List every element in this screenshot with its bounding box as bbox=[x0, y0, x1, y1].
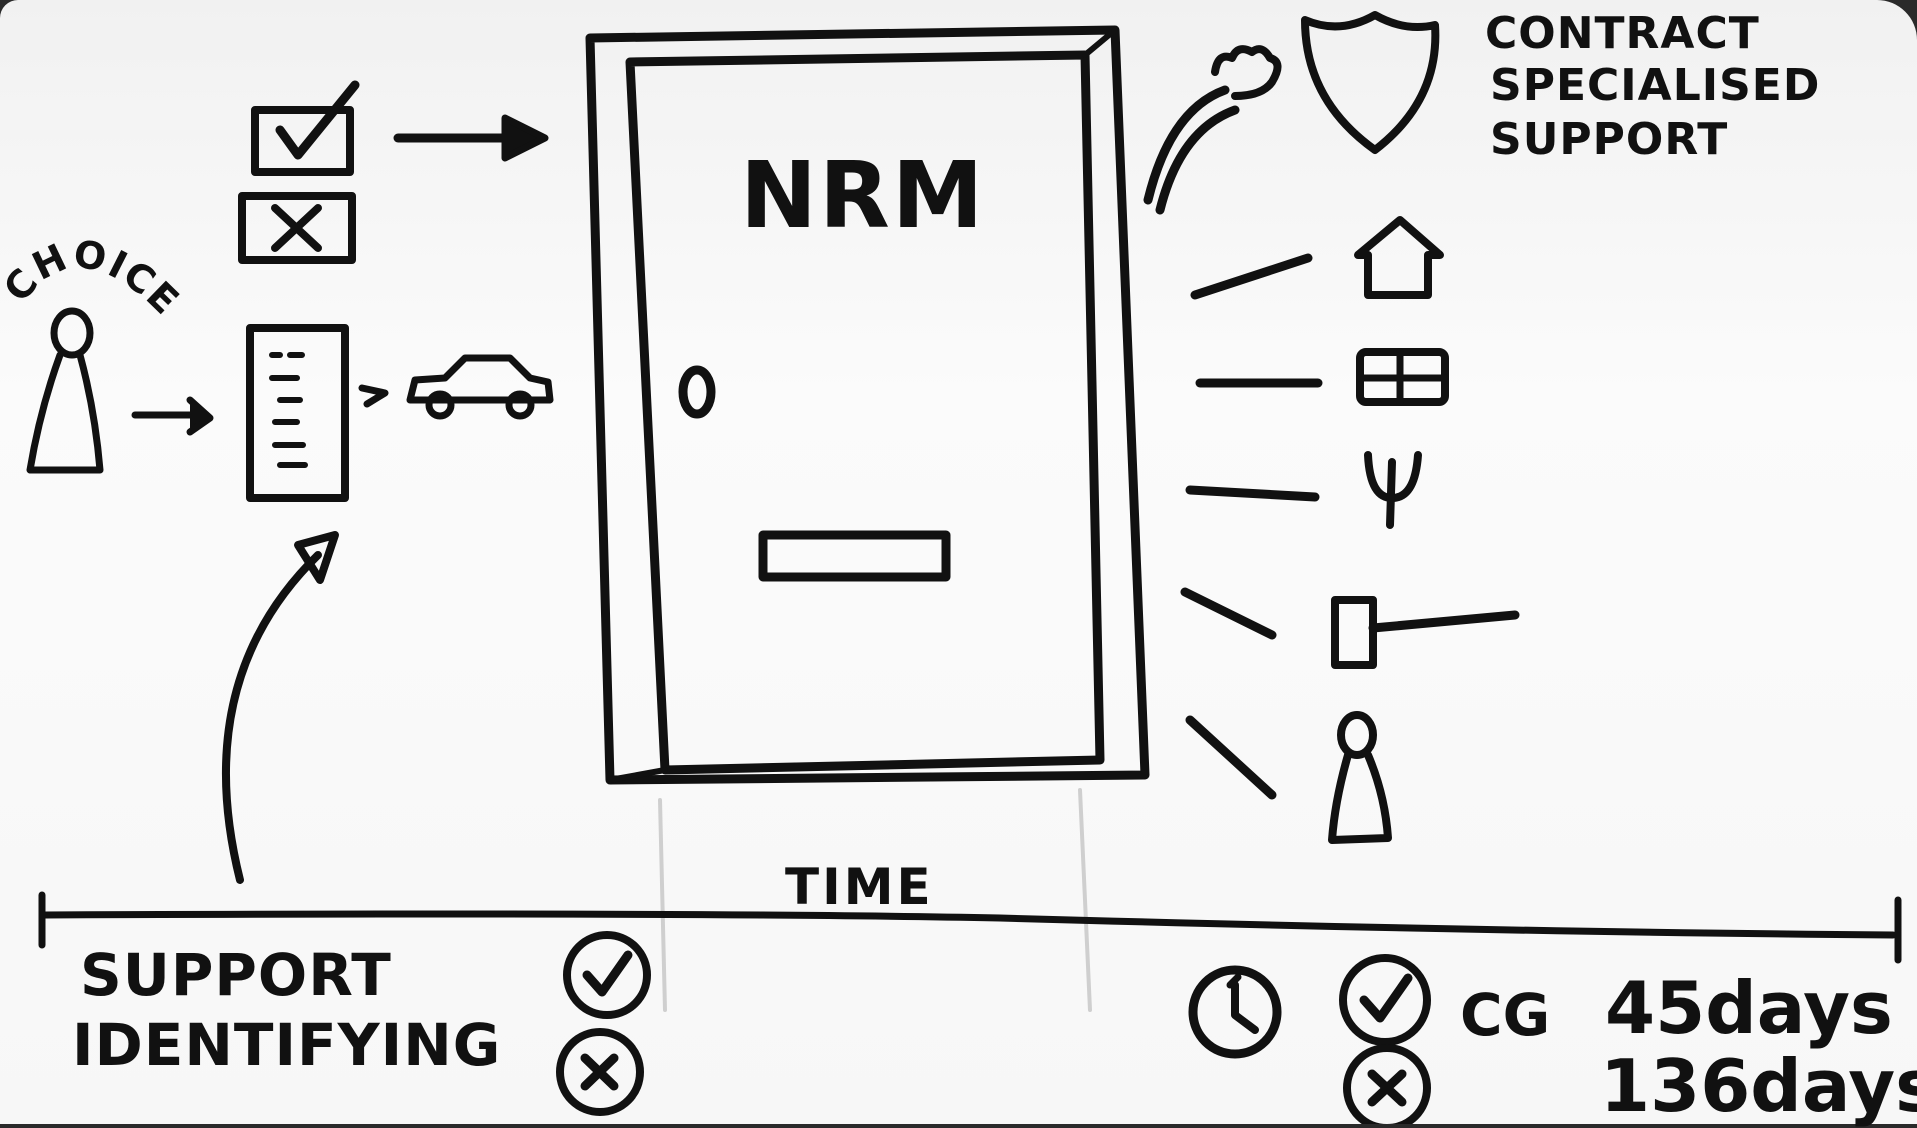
cross-circle-cg-icon bbox=[1343, 1044, 1431, 1124]
time-label: TIME bbox=[785, 858, 934, 916]
shield-icon bbox=[1301, 11, 1440, 154]
contract-label: CONTRACT bbox=[1485, 8, 1760, 59]
connector-lines bbox=[1180, 253, 1323, 800]
checkbox-crossed-icon bbox=[238, 192, 356, 264]
tick-circle-icon bbox=[563, 931, 651, 1019]
arrow-to-door bbox=[393, 114, 549, 162]
arrow-to-form bbox=[131, 396, 214, 436]
identifying-label: IDENTIFYING bbox=[72, 1011, 502, 1079]
door-reflection bbox=[658, 788, 1092, 1012]
car-icon bbox=[406, 354, 554, 420]
cg-label: CG bbox=[1460, 981, 1551, 1049]
form-document-icon bbox=[246, 324, 349, 502]
nrm-label: NRM bbox=[740, 142, 986, 249]
choice-label: CHOICE bbox=[0, 231, 189, 324]
caseworker-person-icon bbox=[1328, 711, 1392, 844]
gavel-icon bbox=[1331, 596, 1520, 669]
psi-icon bbox=[1364, 451, 1422, 529]
hand-icon bbox=[1143, 45, 1282, 215]
person-icon bbox=[26, 307, 104, 474]
clock-icon bbox=[1188, 965, 1282, 1059]
specialised-label: SPECIALISED bbox=[1490, 60, 1821, 111]
contract-support-label: SUPPORT bbox=[1490, 114, 1729, 165]
support-label: SUPPORT bbox=[80, 941, 392, 1009]
timeline-axis bbox=[38, 891, 1902, 964]
days-rejected-label: 136days bbox=[1600, 1044, 1917, 1128]
door-icon bbox=[585, 25, 1150, 785]
house-icon bbox=[1354, 216, 1444, 299]
package-icon bbox=[1356, 348, 1449, 406]
arrow-to-car bbox=[358, 384, 389, 408]
curved-arrow-up bbox=[222, 531, 339, 884]
days-approved-label: 45days bbox=[1605, 966, 1893, 1050]
checkbox-ticked-icon bbox=[251, 80, 360, 176]
cross-circle-icon bbox=[556, 1028, 644, 1116]
tick-circle-cg-icon bbox=[1339, 954, 1431, 1046]
